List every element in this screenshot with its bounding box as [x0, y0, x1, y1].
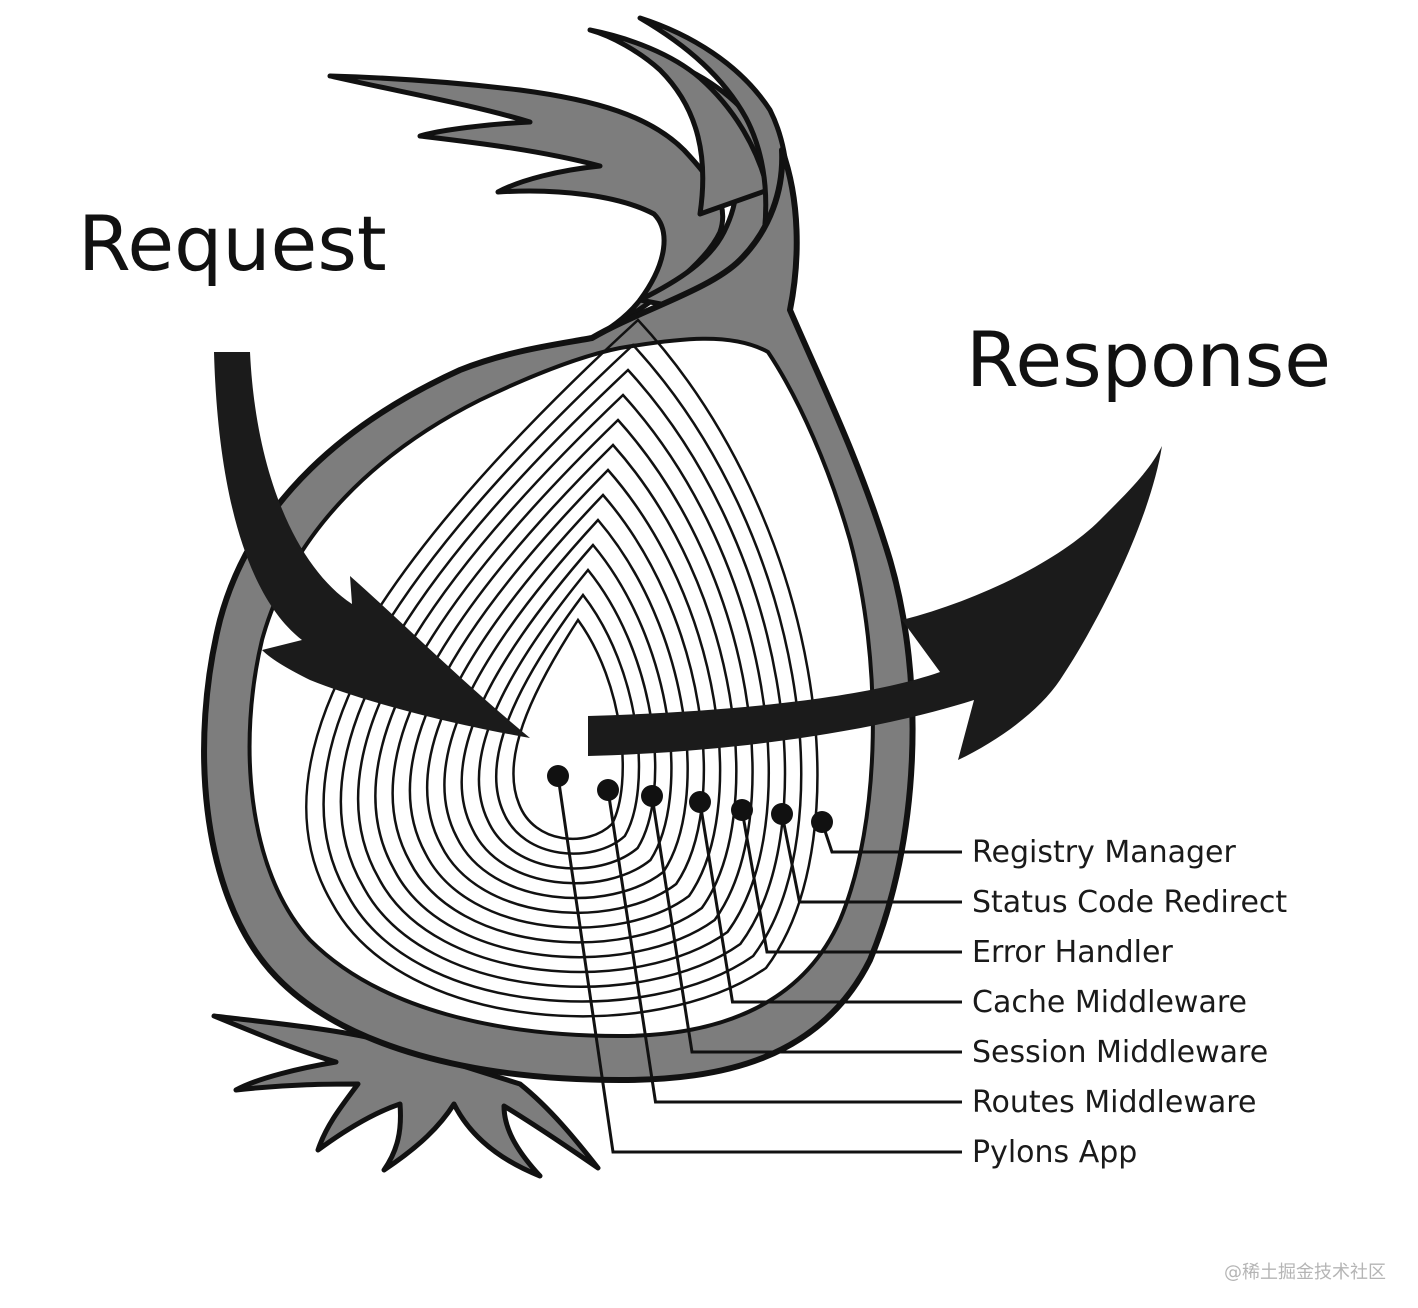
onion-flesh	[247, 336, 875, 1039]
watermark: @稀土掘金技术社区	[1224, 1262, 1386, 1283]
layer-label: Status Code Redirect	[972, 885, 1287, 920]
request-arrow	[214, 352, 530, 738]
layer-label: Session Middleware	[972, 1035, 1268, 1070]
onion-ring	[494, 592, 641, 855]
response-label: Response	[966, 315, 1332, 404]
layer-label: Error Handler	[972, 935, 1173, 970]
leader-line	[698, 801, 962, 1004]
response-arrow	[588, 446, 1162, 760]
layer-dot	[597, 779, 619, 801]
layer-label: Routes Middleware	[972, 1085, 1256, 1120]
layer-dot	[771, 803, 793, 825]
layer-label: Registry Manager	[972, 835, 1237, 870]
layer-dot	[731, 799, 753, 821]
layer-label: Pylons App	[972, 1135, 1137, 1170]
request-label: Request	[78, 199, 387, 288]
leader-line	[780, 813, 962, 904]
leader-line	[556, 775, 962, 1154]
layer-dot	[689, 791, 711, 813]
leader-line	[650, 795, 962, 1054]
layer-dot	[547, 765, 569, 787]
leader-line	[606, 789, 962, 1104]
onion-roots	[211, 1013, 601, 1179]
leader-line	[740, 809, 962, 954]
layer-dot	[811, 811, 833, 833]
layer-label: Cache Middleware	[972, 985, 1247, 1020]
onion-ring	[460, 543, 673, 885]
layer-dot	[641, 785, 663, 807]
onion-ring	[477, 568, 657, 870]
